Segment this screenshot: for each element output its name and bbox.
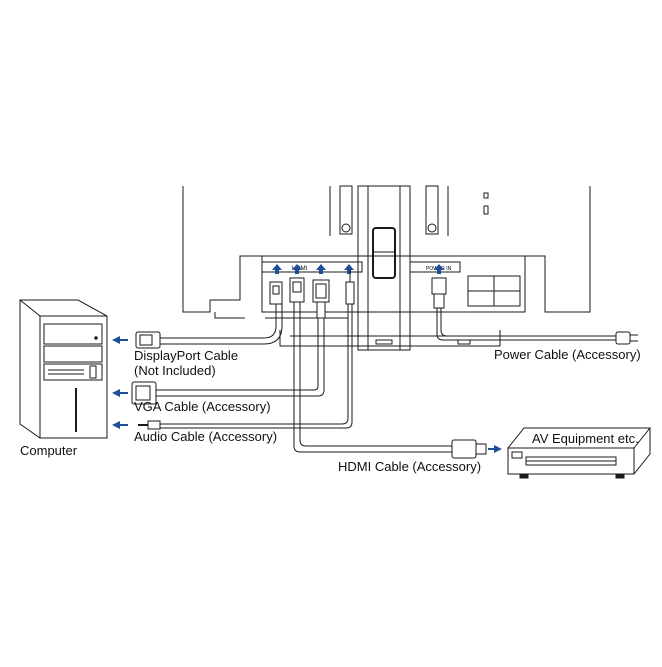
av-equipment-label: AV Equipment etc. [532,431,639,446]
audio-up-arrow-icon [344,264,354,274]
port-panel: HDMI POWER IN [261,261,461,273]
power-up-arrow-icon [434,264,444,274]
displayport-up-arrow-icon [272,264,282,274]
hdmi-cable-label: HDMI Cable (Accessory) [338,459,482,474]
displayport-cable [135,281,283,349]
vga-cable [131,279,330,405]
port-arrows [272,264,444,274]
computer-tower-icon [19,299,108,439]
monitor-back [182,185,591,351]
audio-cable-label: Audio Cable (Accessory) [134,429,278,444]
vga-up-arrow-icon [316,264,326,274]
av-equipment-icon [507,427,652,479]
hdmi-up-arrow-icon [292,264,302,274]
power-cable-label: Power Cable (Accessory) [494,347,641,362]
vga-cable-label: VGA Cable (Accessory) [134,399,271,414]
direction-arrows [112,336,502,453]
computer-label: Computer [20,443,78,458]
displayport-cable-note: (Not Included) [134,363,216,378]
displayport-cable-label: DisplayPort Cable [134,348,239,363]
audio-cable [138,270,355,430]
hdmi-cable [289,277,487,459]
cables [131,270,638,459]
power-cable [431,277,638,345]
